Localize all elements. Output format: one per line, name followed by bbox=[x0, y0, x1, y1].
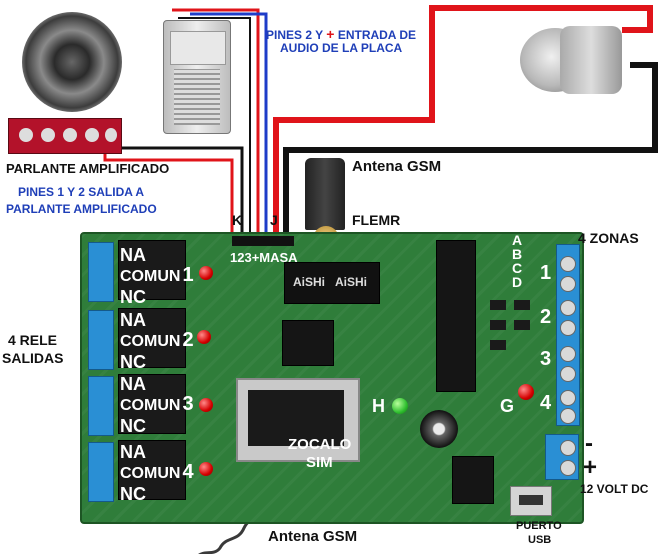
radio bbox=[163, 20, 231, 134]
j-label: J bbox=[270, 212, 278, 228]
usb-label-line1: PUERTO bbox=[516, 520, 562, 532]
relay-connector-4 bbox=[88, 442, 114, 502]
sim-socket-label-line2: SIM bbox=[306, 454, 333, 471]
audio-input-pins-line1: PINES 2 Y + ENTRADA DE bbox=[266, 26, 417, 42]
power-screw-2 bbox=[560, 460, 576, 476]
zone-letter-a: A bbox=[512, 232, 523, 248]
capacitor bbox=[420, 410, 458, 448]
relay-led-3 bbox=[199, 398, 213, 412]
resistor-1 bbox=[490, 300, 506, 310]
audio-input-pins-line2: AUDIO DE LA PLACA bbox=[280, 41, 403, 55]
relay-led-1 bbox=[199, 266, 213, 280]
relay-outputs-label-line2: SALIDAS bbox=[2, 350, 64, 366]
plus-sign-red: + bbox=[326, 26, 335, 42]
zone-screw-4 bbox=[560, 320, 576, 336]
power-screw-1 bbox=[560, 440, 576, 456]
relay-outputs-label-line1: 4 RELE bbox=[8, 332, 58, 348]
antenna-gsm-top-label: Antena GSM bbox=[352, 158, 442, 175]
microphone bbox=[520, 22, 630, 100]
red-wire-radio bbox=[172, 8, 260, 238]
zone-screw-3 bbox=[560, 300, 576, 316]
zone-letter-c: C bbox=[512, 260, 523, 276]
relay-connector-3 bbox=[88, 376, 114, 436]
usb-port bbox=[510, 486, 552, 516]
red-wire-mic bbox=[273, 5, 653, 238]
aishi-mark-1: AiSHi bbox=[293, 275, 326, 289]
zone-screw-7 bbox=[560, 390, 576, 406]
sim-socket bbox=[236, 378, 360, 462]
amplifier bbox=[8, 118, 122, 154]
resistor-3 bbox=[490, 340, 506, 350]
antenna-gsm-bottom-label: Antena GSM bbox=[268, 528, 358, 545]
power-plus-sign: + bbox=[583, 454, 598, 481]
microcontroller-chip bbox=[436, 240, 476, 392]
zones-label: 4 ZONAS bbox=[578, 230, 639, 246]
zone-number-1: 1 bbox=[540, 262, 552, 284]
pin-label-masa: 123+MASA bbox=[230, 250, 298, 265]
aishi-relay: AiSHi AiSHi bbox=[284, 262, 380, 304]
black-wire-radio bbox=[178, 17, 251, 238]
sim-socket-label-line1: ZOCALO bbox=[288, 436, 352, 453]
zone-screw-8 bbox=[560, 408, 576, 424]
flemr-label: FLEMR bbox=[352, 212, 401, 228]
zone-number-3: 3 bbox=[540, 348, 552, 370]
zone-letter-d: D bbox=[512, 274, 523, 290]
zone-screw-6 bbox=[560, 366, 576, 382]
speaker-output-pins-line2: PARLANTE AMPLIFICADO bbox=[6, 202, 157, 216]
black-wire-mic bbox=[283, 62, 658, 238]
pin-header bbox=[232, 236, 294, 246]
zone-screw-1 bbox=[560, 256, 576, 272]
speaker bbox=[14, 12, 130, 122]
zone-screw-5 bbox=[560, 346, 576, 362]
relay-2 bbox=[118, 308, 186, 368]
zone-number-2: 2 bbox=[540, 306, 552, 328]
aishi-mark-2: AiSHi bbox=[335, 275, 368, 289]
relay-led-4 bbox=[199, 462, 213, 476]
k-label: K bbox=[232, 212, 243, 228]
zone-letter-b: B bbox=[512, 246, 523, 262]
chip-small bbox=[282, 320, 334, 366]
relay-3 bbox=[118, 374, 186, 434]
led-g-label: G bbox=[500, 396, 515, 416]
relay-connector-2 bbox=[88, 310, 114, 370]
speaker-output-pins-line1: PINES 1 Y 2 SALIDA A bbox=[18, 185, 145, 199]
zone-number-4: 4 bbox=[540, 392, 552, 414]
led-h bbox=[392, 398, 408, 414]
resistor-5 bbox=[514, 320, 530, 330]
speaker-label: PARLANTE AMPLIFICADO bbox=[6, 161, 170, 176]
led-h-label: H bbox=[372, 396, 385, 416]
blue-wire-radio bbox=[190, 12, 268, 238]
led-g bbox=[518, 384, 534, 400]
speaker-cone bbox=[22, 12, 122, 112]
power-voltage-label: 12 VOLT DC bbox=[580, 482, 649, 496]
relay-connector-1 bbox=[88, 242, 114, 302]
voltage-regulator bbox=[452, 456, 494, 504]
resistor-2 bbox=[490, 320, 506, 330]
resistor-4 bbox=[514, 300, 530, 310]
usb-label-line2: USB bbox=[528, 534, 552, 546]
relay-4 bbox=[118, 440, 186, 500]
relay-led-2 bbox=[197, 330, 211, 344]
power-minus-sign: - bbox=[585, 430, 593, 457]
zone-screw-2 bbox=[560, 276, 576, 292]
gsm-antenna-top bbox=[305, 158, 345, 230]
relay-1 bbox=[118, 240, 186, 300]
